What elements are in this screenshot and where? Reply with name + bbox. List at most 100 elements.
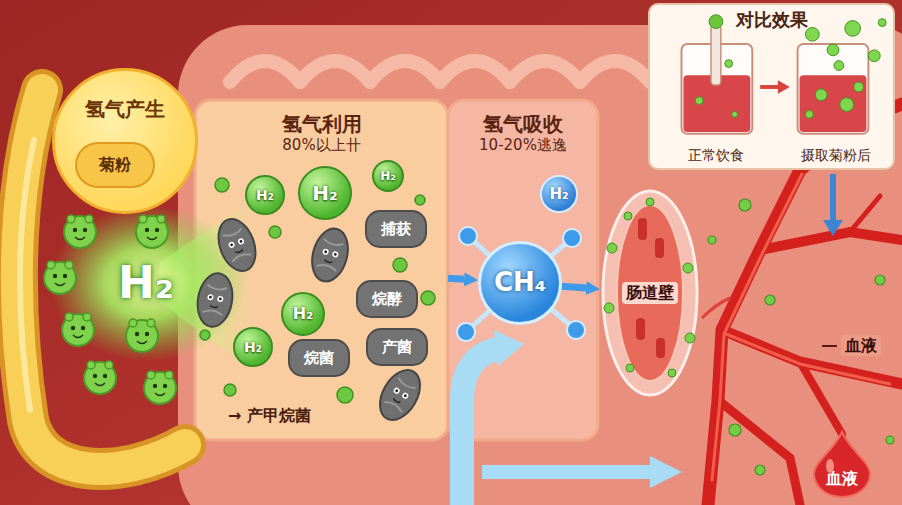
decor-circle: [729, 424, 741, 436]
methanogen-note: → 产甲烷菌: [228, 406, 311, 425]
node-title: 菊粉: [99, 155, 131, 174]
node-title: CH₄: [494, 267, 546, 298]
node-title: 捕获: [381, 220, 411, 238]
decor-use: [44, 261, 76, 294]
bacteria-tag: 捕获: [365, 210, 427, 248]
decor-circle: [200, 330, 210, 340]
decor-rect: [636, 318, 645, 340]
decor-use: [372, 363, 428, 427]
decor-circle: [709, 15, 723, 29]
decor-use: [144, 371, 176, 404]
decor-circle: [337, 387, 353, 403]
decor-g: [457, 227, 585, 341]
hydrogen-bubble: H₂: [245, 175, 285, 215]
decor-use: [62, 313, 94, 346]
hydrogen-bubble: H₂: [298, 166, 352, 220]
decor-polygon: [494, 330, 524, 366]
decor-path: [580, 61, 650, 82]
decor-use: [64, 215, 96, 248]
decor-circle: [215, 178, 229, 192]
bacteria-tag: 产菌: [366, 328, 428, 366]
decor-circle: [607, 243, 617, 253]
source-circle: 氢气产生菊粉: [52, 68, 198, 214]
node-title: H₂: [549, 185, 568, 203]
decor-circle: [668, 369, 676, 377]
node-title: H₂: [244, 339, 262, 356]
decor-circle: [421, 291, 435, 305]
decor-circle: [269, 226, 281, 238]
bacteria-tag: 烷菌: [288, 339, 350, 377]
decor-circle: [415, 195, 425, 205]
decor-g: [194, 270, 237, 329]
decor-circle: [393, 258, 407, 272]
blood-label: 血液: [841, 335, 881, 356]
flow-arrow: [448, 278, 464, 279]
decor-circle: [854, 82, 864, 92]
decor-ellipse: [50, 205, 246, 361]
decor-path: [760, 232, 902, 250]
decor-path: [702, 298, 730, 318]
decor-circle: [624, 212, 632, 220]
decor-g: [307, 225, 354, 286]
node-title: 氢气利用: [282, 112, 362, 136]
decor-g: [604, 198, 695, 377]
comparison-panel: 对比效果正常饮食摄取菊粉后: [648, 3, 895, 170]
decor-path: [230, 61, 300, 82]
methane-molecule: CH₄: [478, 241, 562, 325]
decor-circle: [878, 19, 886, 27]
decor-circle: [739, 199, 751, 211]
decor-circle: [224, 384, 236, 396]
utilization-panel: 氢气利用80%以上卄 H₂ H₂ H₂ 捕获烷酵 H₂ 产菌 H₂ 烷菌: [195, 100, 448, 440]
decor-circle: [765, 295, 775, 305]
inulin-cloud: 菊粉: [75, 142, 155, 188]
decor-line: [830, 174, 836, 222]
decor-g: [708, 199, 894, 475]
decor-circle: [875, 275, 885, 285]
node-title: 对比效果: [736, 9, 808, 31]
hydrogen-bubble: H₂: [281, 292, 325, 336]
decor-line: [822, 345, 837, 347]
hydrogen-bubble: H₂: [372, 160, 404, 192]
bacteria-tag: 烷酵: [356, 280, 418, 318]
node-text: 80%以上卄: [282, 136, 360, 154]
decor-path: [20, 140, 34, 410]
decor-g: [695, 60, 737, 118]
decor-rect: [798, 44, 869, 134]
decor-circle: [685, 333, 695, 343]
decor-circle: [457, 323, 475, 341]
decor-ellipse: [603, 191, 697, 395]
decor-use: [307, 225, 354, 286]
decor-circle: [646, 198, 654, 206]
decor-g: [230, 61, 650, 82]
decor-circle: [805, 27, 819, 41]
decor-line: [482, 465, 650, 479]
node-text: 10-20%逃逸: [479, 136, 567, 154]
node-title: 肠道壁: [622, 282, 678, 303]
decor-circle: [567, 321, 585, 339]
node-title: H₂: [380, 169, 395, 183]
decor-g: [712, 174, 890, 480]
decor-g: [212, 214, 262, 276]
decor-use: [126, 319, 158, 352]
decor-circle: [695, 97, 703, 105]
decor-polygon: [650, 456, 682, 488]
intestinal-wall: 肠道壁: [600, 188, 700, 398]
decor-use: [84, 361, 116, 394]
node-title: 烷酵: [372, 290, 402, 308]
decor-circle: [626, 364, 634, 372]
node-title: 烷菌: [304, 349, 334, 367]
decor-rect: [655, 238, 664, 258]
decor-g: [466, 236, 576, 332]
decor-circle: [459, 227, 477, 245]
node-title: 产菌: [382, 338, 412, 356]
decor-circle: [732, 111, 738, 117]
decor-path: [726, 334, 890, 384]
node-title: H₂: [293, 304, 313, 323]
decor-path: [440, 61, 510, 82]
hydrogen-bubble: H₂: [233, 327, 273, 367]
decor-circle: [834, 61, 844, 71]
decor-circle: [868, 50, 880, 62]
node-text: 摄取菊粉后: [801, 147, 871, 164]
decor-line: [760, 85, 780, 89]
